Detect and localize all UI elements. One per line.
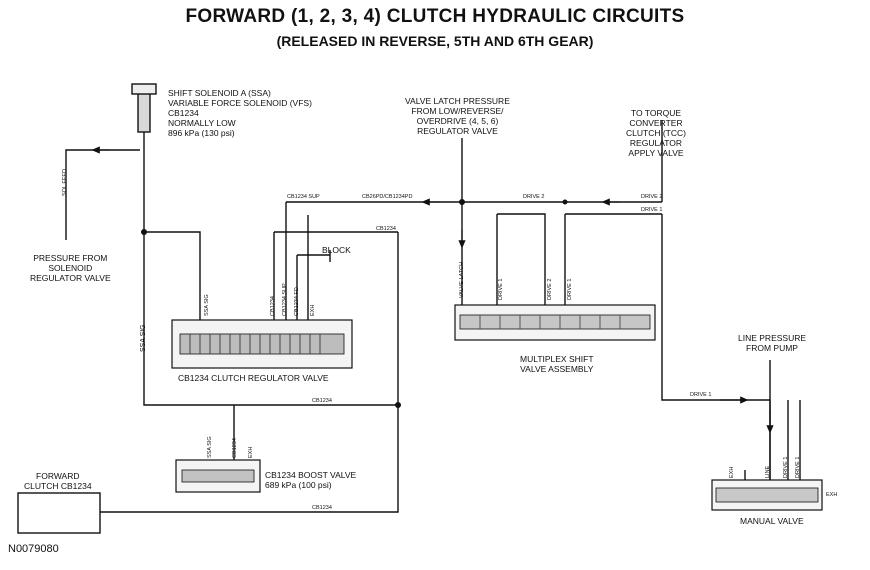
cb1234-regulator-valve: [171, 319, 353, 369]
valve-latch-line3: OVERDRIVE (4, 5, 6): [416, 116, 499, 126]
multiplex-label-line1: MULTIPLEX SHIFT: [520, 354, 594, 364]
valve-latch-label: VALVE LATCH PRESSURE FROM LOW/REVERSE/ O…: [405, 96, 510, 136]
valve-latch-line4: REGULATOR VALVE: [417, 126, 498, 136]
solenoid-label-line1: SHIFT SOLENOID A (SSA): [168, 88, 271, 98]
pressure-from-solenoid-label: PRESSURE FROM SOLENOID REGULATOR VALVE: [30, 253, 111, 283]
diagram-title: FORWARD (1, 2, 3, 4) CLUTCH HYDRAULIC CI…: [185, 6, 685, 27]
forward-clutch-line1: FORWARD: [36, 471, 80, 481]
cb26pd-line-label: CB26PD/CB1234PD: [362, 194, 413, 200]
drive2-line-label: DRIVE 2: [523, 194, 545, 200]
drive2-port-label: DRIVE 2: [547, 278, 553, 300]
manual-exh-left: EXH: [729, 466, 735, 478]
flow-arrows: [91, 146, 774, 434]
ssa-sig-label: SSA SIG: [140, 324, 147, 352]
forward-clutch-label: FORWARD CLUTCH CB1234: [24, 471, 92, 491]
cb1234-bottom-line-label: CB1234: [312, 505, 332, 511]
junction-dots: [141, 199, 568, 408]
cb1234-boost-valve: [175, 459, 261, 493]
drive2-right-label: DRIVE 2: [641, 194, 663, 200]
fluid-circuit-lines: [65, 83, 801, 513]
line-pressure-line1: LINE PRESSURE: [738, 333, 807, 343]
manual-drive1-port-b: DRIVE 1: [795, 456, 801, 478]
forward-clutch-box: [17, 492, 101, 534]
solenoid-body: [137, 91, 151, 133]
solenoid-label: SHIFT SOLENOID A (SSA) VARIABLE FORCE SO…: [168, 88, 312, 138]
ssa-sig-port-label: SSA SIG: [204, 294, 210, 316]
multiplex-label: MULTIPLEX SHIFT VALVE ASSEMBLY: [520, 354, 594, 374]
tcc-label-line2: CONVERTER: [629, 118, 683, 128]
valve-latch-line1: VALVE LATCH PRESSURE: [405, 96, 510, 106]
cb1234-top-line-label: CB1234: [376, 226, 396, 232]
sol-feed-label: SOL FEED: [62, 169, 68, 196]
boost-ssa-sig-port: SSA SIG: [207, 436, 213, 458]
drive1-pump-line-label: DRIVE 1: [690, 392, 712, 398]
tcc-label-line1: TO TORQUE: [630, 108, 682, 118]
exh-port-label: EXH: [310, 304, 316, 316]
boost-valve-line1: CB1234 BOOST VALVE: [265, 470, 357, 480]
pressure-solenoid-line2: SOLENOID: [48, 263, 93, 273]
drive1-right-label: DRIVE 1: [641, 207, 663, 213]
manual-line-port: LINE: [765, 465, 771, 478]
cb1234-sup-port-label: CB1234 SUP: [282, 283, 288, 316]
cb1234-fd-port-label: CB1234 FD: [294, 287, 300, 316]
boost-valve-label: CB1234 BOOST VALVE 689 kPa (100 psi): [265, 470, 356, 490]
cb1234-port-label: CB1234: [270, 296, 276, 316]
tcc-label-line3: CLUTCH (TCC): [626, 128, 686, 138]
boost-valve-line2: 689 kPa (100 psi): [265, 480, 332, 490]
drive1-port-label-b: DRIVE 1: [567, 278, 573, 300]
tcc-label-line4: REGULATOR: [629, 138, 683, 148]
multiplex-label-line2: VALVE ASSEMBLY: [520, 364, 594, 374]
forward-clutch-line2: CLUTCH CB1234: [24, 481, 92, 491]
block-label: BLOCK: [322, 245, 351, 255]
drive1-port-label-a: DRIVE 1: [498, 278, 504, 300]
cb1234-regulator-label: CB1234 CLUTCH REGULATOR VALVE: [178, 373, 329, 383]
solenoid-label-line3: CB1234: [168, 108, 199, 118]
cb1234-sup-line-label: CB1234 SUP: [287, 194, 320, 200]
pressure-solenoid-line1: PRESSURE FROM: [33, 253, 108, 263]
solenoid-label-line4: NORMALLY LOW: [168, 118, 236, 128]
figure-code: N0079080: [8, 543, 59, 555]
line-pressure-line2: FROM PUMP: [746, 343, 798, 353]
cb1234-mid-line-label: CB1234: [312, 398, 332, 404]
solenoid-label-line2: VARIABLE FORCE SOLENOID (VFS): [168, 98, 312, 108]
boost-cb1234-port: CB1234: [232, 438, 238, 458]
valve-latch-line2: FROM LOW/REVERSE/: [411, 106, 504, 116]
pressure-solenoid-line3: REGULATOR VALVE: [30, 273, 111, 283]
manual-valve: [711, 479, 823, 511]
tcc-label-line5: APPLY VALVE: [628, 148, 684, 158]
manual-exh-right: EXH: [826, 492, 838, 498]
tcc-label: TO TORQUE CONVERTER CLUTCH (TCC) REGULAT…: [626, 108, 686, 158]
line-pressure-label: LINE PRESSURE FROM PUMP: [738, 333, 806, 353]
boost-exh-port: EXH: [248, 446, 254, 458]
multiplex-shift-valve-assembly: [454, 304, 656, 341]
manual-valve-label: MANUAL VALVE: [740, 516, 804, 526]
solenoid-label-line5: 896 kPa (130 psi): [168, 128, 235, 138]
diagram-subtitle: (RELEASED IN REVERSE, 5TH AND 6TH GEAR): [276, 33, 594, 49]
manual-drive1-port-a: DRIVE 1: [783, 456, 789, 478]
valve-latch-vertical-label: VALVE LATCH: [459, 261, 465, 298]
